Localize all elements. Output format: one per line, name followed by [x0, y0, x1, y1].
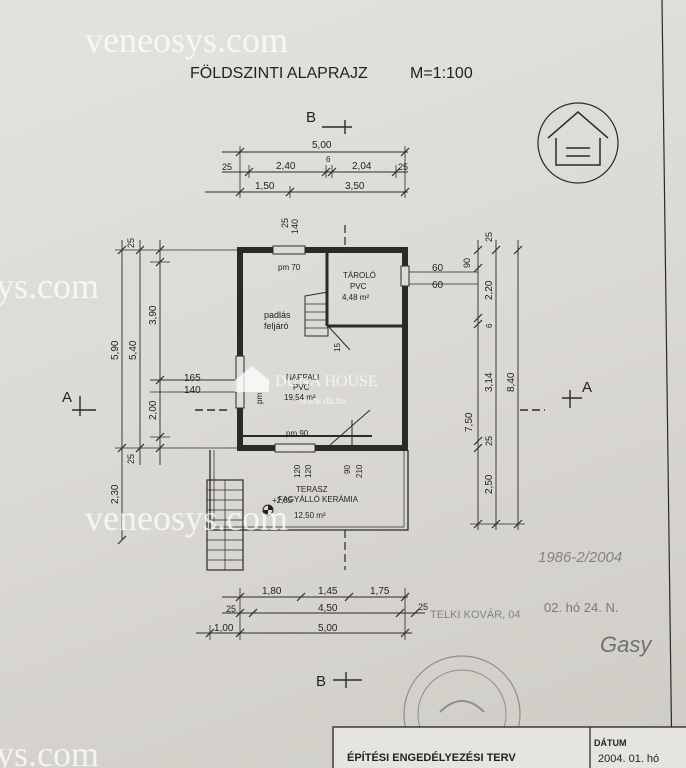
label-120a: 120: [293, 464, 302, 478]
dim-bottom-100: 1,00: [214, 623, 234, 634]
dim-left-win-165: 165: [184, 373, 201, 384]
section-mark-a-right: A: [582, 379, 592, 396]
date-label: DÁTUM: [594, 738, 627, 748]
dim-bottom-450: 4,50: [318, 603, 338, 614]
dim-left-lower: 2,00: [148, 400, 159, 420]
living-area: 19,54 m²: [284, 393, 316, 402]
section-arrow-b-bottom: [333, 672, 362, 688]
dim-door-25: 25: [280, 218, 290, 228]
label-pm70: pm 70: [278, 263, 301, 272]
section-arrow-a-left: [72, 396, 96, 416]
label-210: 210: [355, 464, 364, 478]
attic-stair: [304, 291, 351, 351]
section-arrow-b-top: [322, 120, 352, 134]
watermark-agency-url: www.dh.hu: [300, 396, 346, 407]
dim-top-seg-right: 25: [398, 162, 408, 172]
attic-label-1: padlás: [264, 310, 291, 320]
watermark-top: veneosys.com: [85, 20, 288, 60]
top-dimensions: [205, 146, 410, 198]
exterior-stair: [206, 479, 244, 571]
dim-right-90: 90: [462, 258, 472, 268]
bottom-dimensions: [196, 588, 425, 640]
living-name: NAPPALI: [286, 373, 319, 382]
label-90: 90: [343, 465, 352, 474]
label-pm90: pm 90: [286, 429, 309, 438]
dim-left-win-140: 140: [184, 385, 201, 396]
dim-right-6: 6: [485, 323, 494, 328]
living-floor: PVC: [293, 383, 310, 392]
dim-bottom-175: 1,75: [370, 586, 390, 597]
building-walls: [237, 247, 408, 451]
section-mark-b-bottom: B: [316, 673, 326, 690]
dim-left-total: 5,90: [110, 340, 121, 360]
level-value: +2,85: [272, 496, 293, 505]
watermark-agency: DUNA HOUSE: [275, 373, 378, 390]
terrace-area: 12,50 m²: [294, 511, 326, 520]
dim-top-seg-left: 25: [222, 162, 232, 172]
dim-door-140: 140: [290, 219, 300, 234]
dim-top-row2-a: 1,50: [255, 181, 275, 192]
dim-bottom-180: 1,80: [262, 586, 282, 597]
terrace-name: TERASZ: [296, 485, 328, 494]
level-marker-icon: [262, 504, 274, 516]
section-mark-a-left: A: [62, 389, 72, 406]
label-pm: pm: [255, 393, 264, 404]
dim-right-314: 3,14: [484, 372, 495, 392]
label-120b: 120: [304, 464, 313, 478]
dim-right-win-60a: 60: [432, 263, 444, 274]
agency-logo-icon: [235, 366, 269, 392]
openings: [235, 245, 410, 453]
sheet-border: [661, 0, 673, 768]
dim-right-220: 2,20: [484, 280, 495, 300]
storage-floor: PVC: [350, 282, 367, 291]
dim-left-upper: 3,90: [148, 305, 159, 325]
dim-top-seg-mid: 6: [326, 155, 331, 164]
storage-area: 4,48 m²: [342, 293, 369, 302]
drawing-scale: M=1:100: [410, 65, 473, 82]
storage-name: TÁROLÓ: [343, 271, 376, 280]
dim-left-inner: 5,40: [128, 340, 139, 360]
terrace-floor: FAGYÁLLÓ KERÁMIA: [278, 495, 359, 504]
section-mark-b-top: B: [306, 109, 316, 126]
dim-right-top-25: 25: [484, 232, 494, 242]
signature: Gasy: [600, 632, 653, 657]
stamp-place: TELKI KOVÁR, 04: [430, 608, 520, 621]
left-dimensions: [115, 240, 240, 545]
dim-bottom-25b: 25: [418, 602, 428, 612]
dim-bottom-500: 5,00: [318, 623, 338, 634]
date-value: 2004. 01. hó: [598, 753, 659, 765]
dim-top-seg-a: 2,40: [276, 161, 296, 172]
title-block: [332, 726, 686, 768]
watermark-middle: veneosys.com: [85, 498, 288, 538]
stamp-date-ref: 1986-2/2004: [538, 549, 622, 566]
stamp-date-short: 02. hó 24. N.: [544, 600, 618, 615]
dim-left-bot-25: 25: [126, 454, 136, 464]
dim-right-250: 2,50: [484, 474, 495, 494]
architect-logo: [537, 102, 619, 184]
watermark-bottom: ys.com: [0, 734, 99, 768]
plan-type: ÉPÍTÉSI ENGEDÉLYEZÉSI TERV: [347, 751, 516, 764]
dim-bottom-145: 1,45: [318, 586, 338, 597]
dim-left-terrace: 2,30: [110, 484, 121, 504]
right-dimensions: [408, 240, 525, 530]
dim-right-25: 25: [484, 436, 494, 446]
dim-top-row2-b: 3,50: [345, 181, 365, 192]
label-15: 15: [333, 343, 342, 352]
drawing-title: FÖLDSZINTI ALAPRAJZ: [190, 64, 368, 82]
dim-top-overall: 5,00: [312, 140, 332, 151]
dim-top-seg-b: 2,04: [352, 161, 372, 172]
attic-label-2: feljáró: [264, 321, 289, 331]
watermark-left: ys.com: [0, 266, 99, 306]
dim-left-top-25: 25: [126, 238, 136, 248]
dim-right-overall: 8,40: [506, 372, 517, 392]
dim-bottom-25a: 25: [226, 604, 236, 614]
dim-right-total: 7,50: [464, 412, 475, 432]
section-arrow-a-right: [562, 390, 582, 408]
dim-right-win-60b: 60: [432, 280, 444, 291]
